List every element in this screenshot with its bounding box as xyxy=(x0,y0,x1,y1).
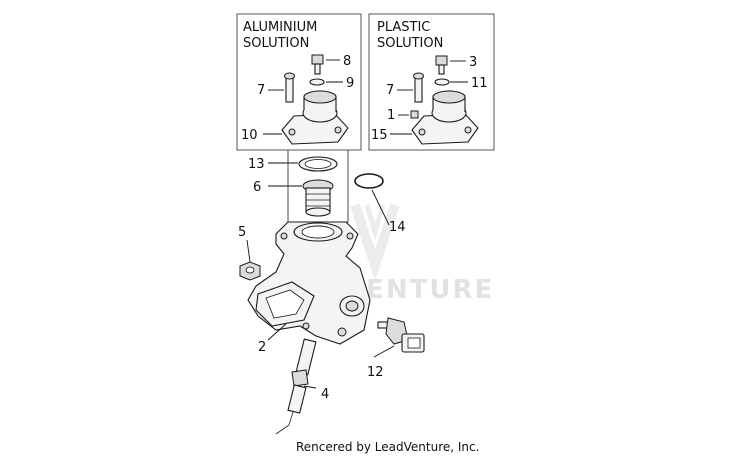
bolt-part-7a xyxy=(284,72,295,103)
callout-5: 5 xyxy=(238,225,246,240)
callout-7a: 7 xyxy=(257,83,265,98)
leader-12 xyxy=(373,345,395,358)
gasket-part-13 xyxy=(298,156,338,172)
thermostat-housing-part-2 xyxy=(247,221,371,345)
plastic-title-line1: PLASTIC xyxy=(377,20,430,35)
screw-part-8 xyxy=(311,54,324,75)
plastic-solution-panel: PLASTIC SOLUTION xyxy=(368,13,495,151)
leader-2 xyxy=(267,323,287,341)
aluminium-title-line2: SOLUTION xyxy=(243,36,309,51)
leader-5 xyxy=(246,239,251,263)
callout-6: 6 xyxy=(253,180,261,195)
callout-2: 2 xyxy=(258,340,266,355)
callout-9: 9 xyxy=(346,76,354,91)
watermark-logo xyxy=(350,203,400,281)
bolt-part-7b xyxy=(413,72,424,103)
callout-13: 13 xyxy=(248,157,265,172)
spark-plug-part-4 xyxy=(275,338,317,435)
nut-part-5 xyxy=(239,261,261,281)
thermostat-cover-part-15 xyxy=(411,90,479,145)
screw-part-3 xyxy=(435,55,448,75)
o-ring-part-14 xyxy=(354,173,384,189)
callout-4: 4 xyxy=(321,387,329,402)
leader-4 xyxy=(303,385,317,389)
callout-3: 3 xyxy=(469,55,477,70)
callout-12: 12 xyxy=(367,365,384,380)
callout-14: 14 xyxy=(389,220,406,235)
plastic-title-line2: SOLUTION xyxy=(377,36,443,51)
callout-1: 1 xyxy=(387,108,395,123)
callout-10: 10 xyxy=(241,128,258,143)
leader-14 xyxy=(371,189,390,226)
aluminium-solution-panel: ALUMINIUM SOLUTION xyxy=(236,13,362,151)
callout-15: 15 xyxy=(371,128,388,143)
callout-11: 11 xyxy=(471,76,488,91)
footer-credit: Rencered by LeadVenture, Inc. xyxy=(296,440,479,454)
callout-8: 8 xyxy=(343,54,351,69)
aluminium-title-line1: ALUMINIUM xyxy=(243,20,317,35)
insert-part-1 xyxy=(410,110,419,119)
thermostat-part-6 xyxy=(302,179,334,217)
thermostat-cover-part-10 xyxy=(281,90,349,145)
washer-part-11 xyxy=(434,78,450,86)
callout-7b: 7 xyxy=(386,83,394,98)
washer-part-9 xyxy=(309,78,325,86)
temperature-sensor-part-12 xyxy=(377,317,425,353)
